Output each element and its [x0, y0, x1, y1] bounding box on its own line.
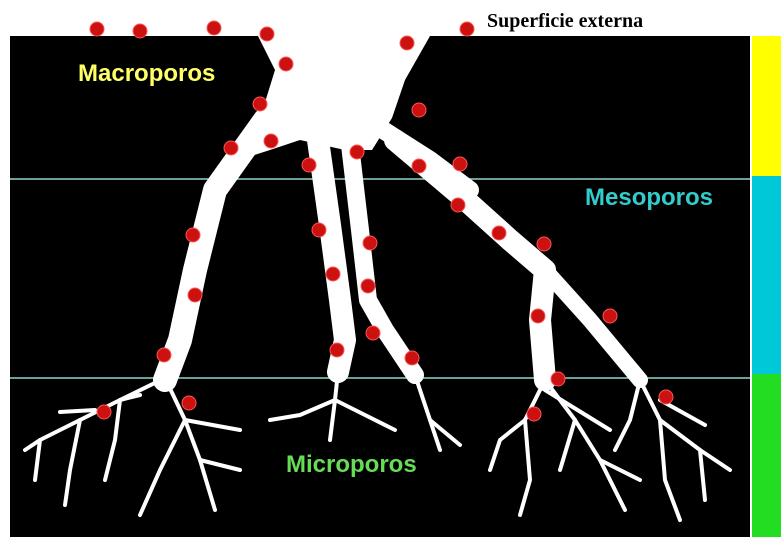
- site-dot: [527, 407, 541, 421]
- site-dot: [537, 237, 551, 251]
- site-dot: [603, 309, 617, 323]
- legend-meso-segment: [752, 176, 781, 374]
- site-dot: [460, 22, 474, 36]
- mesopores-label: Mesoporos: [585, 184, 713, 212]
- site-dot: [412, 159, 426, 173]
- external-surface-label: Superficie externa: [487, 10, 643, 33]
- site-dot: [186, 228, 200, 242]
- site-dot: [326, 267, 340, 281]
- site-dot: [207, 21, 221, 35]
- site-dot: [264, 134, 278, 148]
- site-dot: [659, 390, 673, 404]
- site-dot: [405, 351, 419, 365]
- site-dot: [531, 309, 545, 323]
- site-dot: [366, 326, 380, 340]
- site-dot: [361, 279, 375, 293]
- site-dot: [90, 22, 104, 36]
- legend-micro-segment: [752, 374, 781, 537]
- site-dot: [551, 372, 565, 386]
- site-dot: [279, 57, 293, 71]
- site-dot: [330, 343, 344, 357]
- site-dot: [453, 157, 467, 171]
- site-dot: [157, 348, 171, 362]
- pore-size-legend-bar: [752, 36, 781, 537]
- site-dot: [224, 141, 238, 155]
- site-dot: [400, 36, 414, 50]
- site-dot: [492, 226, 506, 240]
- site-dot: [253, 97, 267, 111]
- site-dot: [412, 103, 426, 117]
- site-dot: [188, 288, 202, 302]
- site-dot: [451, 198, 465, 212]
- site-dot: [97, 405, 111, 419]
- site-dot: [302, 158, 316, 172]
- legend-macro-segment: [752, 36, 781, 176]
- site-dot: [133, 24, 147, 38]
- site-dot: [350, 145, 364, 159]
- macropores-label: Macroporos: [78, 60, 215, 88]
- site-dot: [312, 223, 326, 237]
- micropores-label: Microporos: [286, 451, 417, 479]
- site-dot: [182, 396, 196, 410]
- site-dot: [363, 236, 377, 250]
- site-dot: [260, 27, 274, 41]
